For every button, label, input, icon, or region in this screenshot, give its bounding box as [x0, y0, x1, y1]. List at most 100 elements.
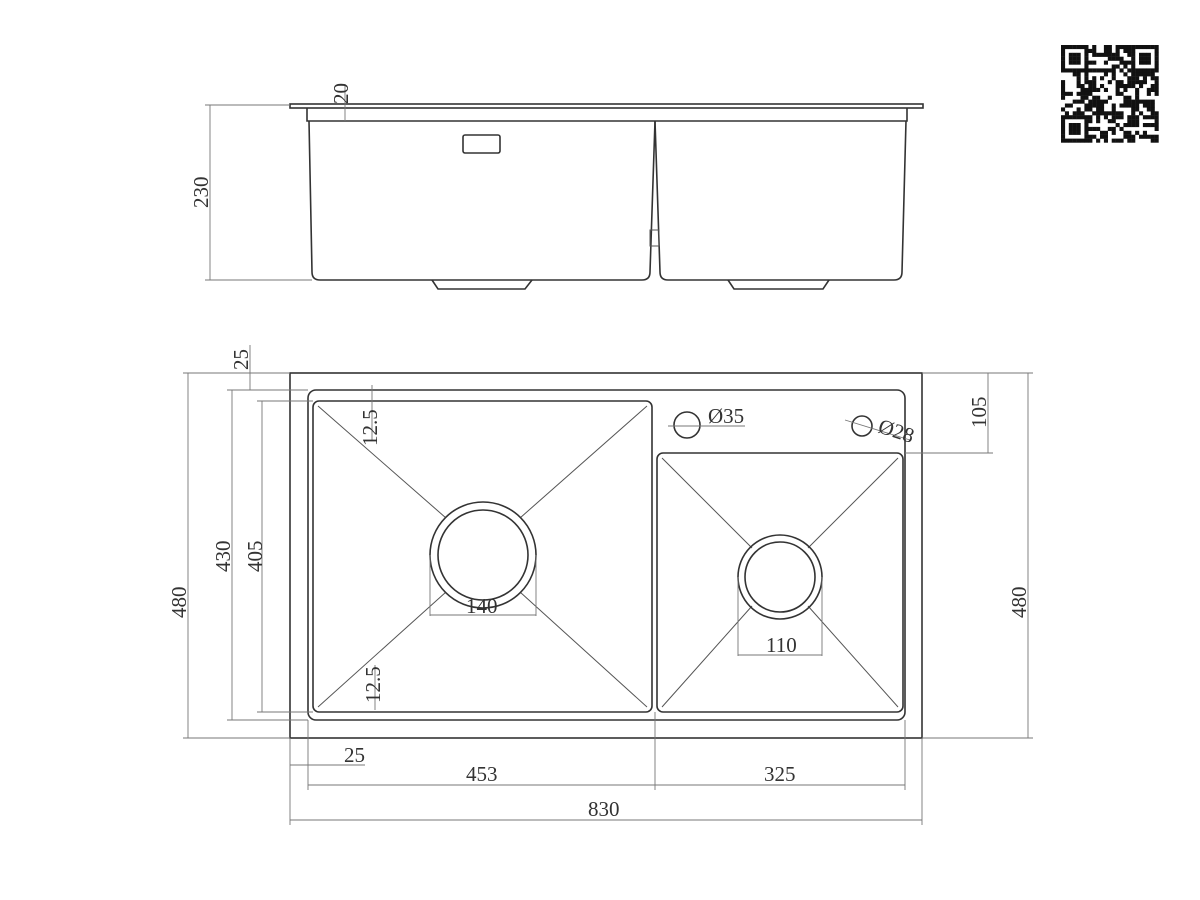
- qr-module: [1115, 87, 1120, 92]
- qr-module: [1123, 130, 1128, 135]
- qr-module: [1115, 80, 1120, 85]
- qr-module: [1107, 80, 1112, 85]
- qr-module: [1135, 123, 1140, 128]
- qr-module: [1127, 119, 1132, 124]
- qr-module: [1084, 80, 1089, 85]
- qr-module: [1127, 115, 1132, 120]
- qr-module: [1135, 103, 1140, 108]
- qr-module: [1088, 134, 1093, 139]
- qr-module: [1154, 126, 1159, 131]
- qr-module: [1061, 68, 1066, 73]
- qr-module: [1061, 80, 1066, 85]
- qr-module: [1150, 111, 1155, 116]
- qr-module: [1072, 130, 1077, 135]
- qr-module: [1061, 64, 1066, 69]
- qr-module: [1068, 126, 1073, 131]
- qr-module: [1088, 48, 1093, 53]
- qr-module: [1154, 80, 1159, 85]
- qr-module: [1064, 68, 1069, 73]
- flange: [289, 103, 924, 109]
- qr-module: [1119, 80, 1124, 85]
- qr-module: [1076, 115, 1081, 120]
- left-drain-foot: [431, 279, 533, 290]
- qr-module: [1076, 99, 1081, 104]
- qr-module: [1088, 126, 1093, 131]
- qr-module: [1084, 95, 1089, 100]
- dim-325: 325: [764, 762, 796, 786]
- qr-module: [1107, 48, 1112, 53]
- qr-module: [1076, 52, 1081, 57]
- qr-module: [1103, 45, 1108, 50]
- qr-module: [1139, 52, 1144, 57]
- qr-module: [1111, 52, 1116, 57]
- qr-module: [1107, 45, 1112, 50]
- qr-module: [1080, 138, 1085, 143]
- qr-module: [1100, 84, 1105, 89]
- qr-module: [1111, 115, 1116, 120]
- qr-module: [1127, 68, 1132, 73]
- qr-module: [1131, 119, 1136, 124]
- connector: [649, 229, 660, 247]
- qr-module: [1064, 103, 1069, 108]
- qr-module: [1146, 115, 1151, 120]
- qr-module: [1139, 111, 1144, 116]
- qr-module: [1061, 134, 1066, 139]
- qr-module: [1096, 99, 1101, 104]
- qr-module: [1127, 138, 1132, 143]
- qr-module: [1103, 115, 1108, 120]
- qr-module: [1131, 107, 1136, 112]
- qr-module: [1146, 99, 1151, 104]
- qr-module: [1142, 76, 1147, 81]
- qr-module: [1127, 45, 1132, 50]
- qr-module: [1103, 72, 1108, 77]
- qr-module: [1119, 103, 1124, 108]
- qr-module: [1072, 111, 1077, 116]
- qr-module: [1154, 91, 1159, 96]
- qr-module: [1135, 130, 1140, 135]
- qr-module: [1142, 134, 1147, 139]
- qr-module: [1080, 45, 1085, 50]
- qr-module: [1115, 84, 1120, 89]
- qr-module: [1061, 107, 1066, 112]
- dim-430: 430: [211, 541, 235, 573]
- qr-module: [1084, 123, 1089, 128]
- qr-module: [1072, 60, 1077, 65]
- qr-module: [1150, 134, 1155, 139]
- qr-module: [1135, 99, 1140, 104]
- qr-module: [1115, 45, 1120, 50]
- qr-module: [1123, 123, 1128, 128]
- qr-module: [1142, 99, 1147, 104]
- right-bowl-profile: [654, 120, 907, 281]
- qr-module: [1061, 115, 1066, 120]
- qr-module: [1135, 107, 1140, 112]
- qr-module: [1119, 115, 1124, 120]
- qr-module: [1154, 111, 1159, 116]
- qr-module: [1154, 56, 1159, 61]
- qr-module: [1068, 60, 1073, 65]
- qr-module: [1135, 45, 1140, 50]
- qr-module: [1084, 72, 1089, 77]
- qr-module: [1142, 80, 1147, 85]
- qr-module: [1100, 76, 1105, 81]
- qr-module: [1080, 99, 1085, 104]
- qr-module: [1150, 76, 1155, 81]
- qr-code: [1061, 45, 1159, 143]
- qr-module: [1061, 130, 1066, 135]
- qr-module: [1139, 72, 1144, 77]
- dim-105: 105: [967, 397, 991, 429]
- qr-module: [1131, 134, 1136, 139]
- qr-module: [1131, 60, 1136, 65]
- rim: [306, 108, 908, 122]
- outer-outline: [289, 372, 923, 739]
- qr-module: [1084, 87, 1089, 92]
- qr-module: [1127, 48, 1132, 53]
- qr-module: [1115, 48, 1120, 53]
- qr-module: [1076, 45, 1081, 50]
- qr-module: [1100, 130, 1105, 135]
- qr-module: [1115, 64, 1120, 69]
- qr-module: [1076, 138, 1081, 143]
- qr-module: [1088, 103, 1093, 108]
- left-drain-icon: [429, 501, 537, 609]
- qr-module: [1111, 111, 1116, 116]
